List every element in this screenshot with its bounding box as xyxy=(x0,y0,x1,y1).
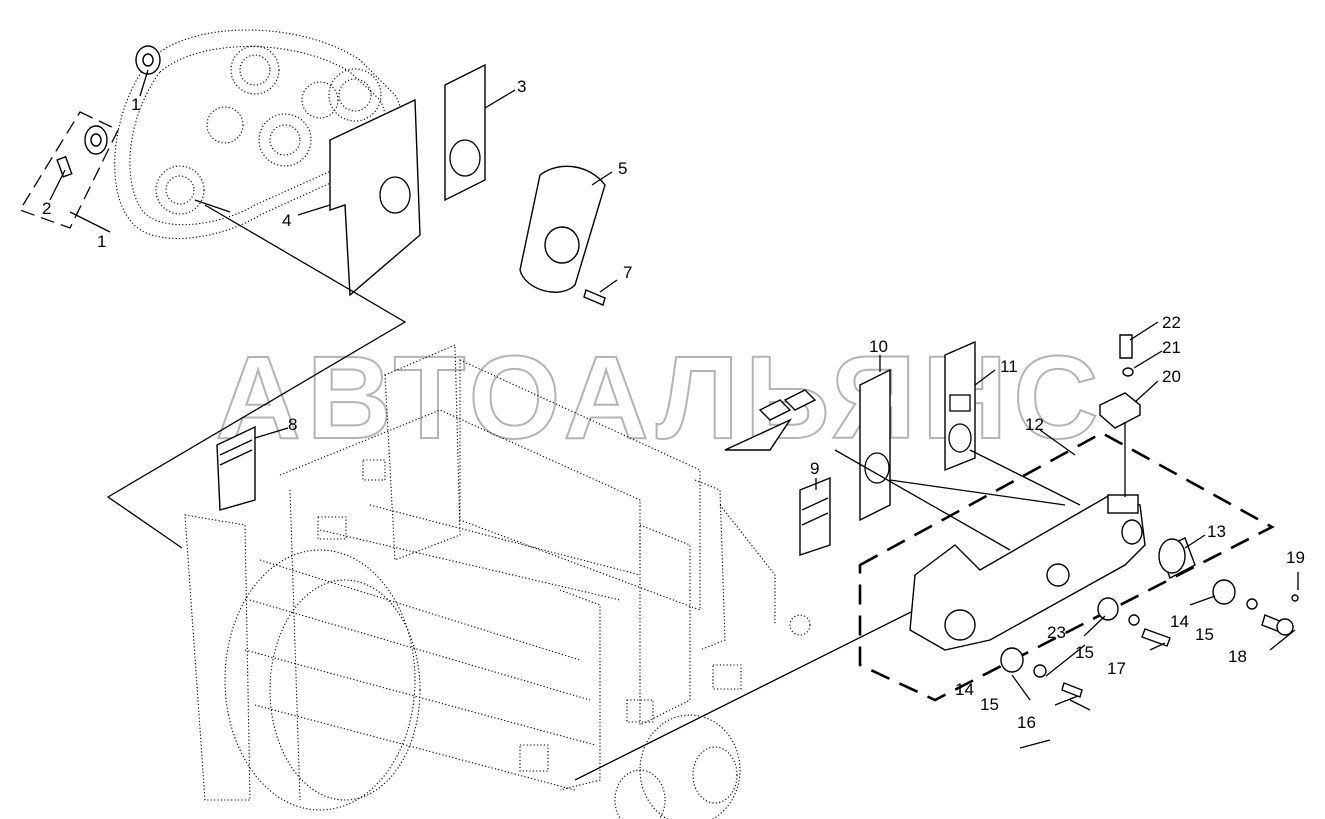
callout-1a: 1 xyxy=(131,95,140,114)
callout-18: 18 xyxy=(1228,647,1247,666)
callout-22: 22 xyxy=(1162,313,1181,332)
clamp-parts xyxy=(1099,334,1141,497)
callout-3: 3 xyxy=(517,77,526,96)
callout-12: 12 xyxy=(1025,415,1044,434)
bracket-part-8 xyxy=(216,425,256,511)
callout-15c: 15 xyxy=(1195,625,1214,644)
callout-5: 5 xyxy=(618,159,627,178)
swing-arm-part-12 xyxy=(909,494,1146,651)
callout-10: 10 xyxy=(869,337,888,356)
bushing-part-13 xyxy=(1158,537,1196,579)
gasket-part-11 xyxy=(944,340,976,472)
callout-20: 20 xyxy=(1162,367,1181,386)
bolt-part-7 xyxy=(583,289,606,306)
callout-21: 21 xyxy=(1162,338,1181,357)
plate-part-10 xyxy=(859,368,891,522)
callout-labels: 1 1 2 3 4 5 7 8 9 10 11 12 13 14 14 15 1… xyxy=(42,77,1305,732)
callout-11: 11 xyxy=(1000,357,1018,376)
callout-leaders xyxy=(49,69,1299,749)
callout-14a: 14 xyxy=(955,680,974,699)
callout-19: 19 xyxy=(1286,548,1305,567)
callout-7: 7 xyxy=(623,263,632,282)
callout-14b: 14 xyxy=(1170,612,1189,631)
bearing-kit xyxy=(19,111,119,229)
callout-16: 16 xyxy=(1017,713,1036,732)
plate-part-4 xyxy=(329,98,421,297)
fastener-parts xyxy=(1000,579,1299,698)
callout-15a: 15 xyxy=(980,695,999,714)
drive-gear-assembly xyxy=(114,29,403,239)
callout-1b: 1 xyxy=(97,232,106,251)
callout-23: 23 xyxy=(1047,623,1066,642)
callout-15b: 15 xyxy=(1075,643,1094,662)
gasket-part-3 xyxy=(444,63,486,202)
callout-8: 8 xyxy=(288,415,297,434)
bearing-part xyxy=(135,45,161,75)
cover-part-5 xyxy=(519,165,606,293)
callout-13: 13 xyxy=(1207,522,1226,541)
callout-2: 2 xyxy=(42,199,51,218)
machine-frame xyxy=(184,344,811,819)
callout-17: 17 xyxy=(1107,659,1126,678)
callout-4: 4 xyxy=(282,211,291,230)
plate-part-9 xyxy=(799,476,831,556)
callout-9: 9 xyxy=(810,459,819,478)
direction-arrow-icon xyxy=(724,389,817,451)
